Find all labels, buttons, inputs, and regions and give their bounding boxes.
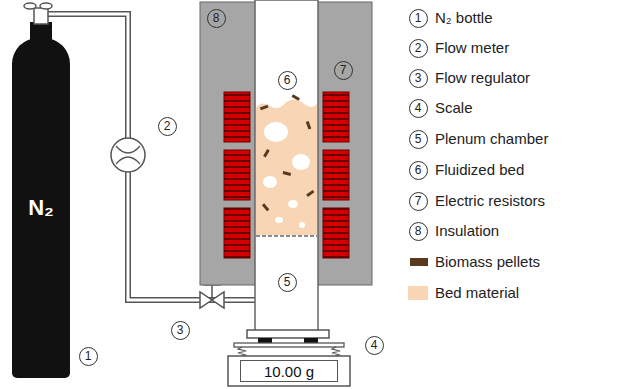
scale-display: 10.00 g (240, 360, 338, 382)
gas-bottle: N₂ (12, 38, 70, 378)
legend-number: 5 (409, 130, 428, 149)
flow-meter-mark (116, 146, 140, 164)
pellet (260, 105, 269, 111)
bubble (299, 222, 305, 228)
legend-number: 3 (409, 69, 428, 88)
legend-text: Insulation (435, 222, 499, 240)
scale-plate (234, 343, 344, 347)
legend-text: Electric resistors (435, 192, 545, 210)
valve-symbol (200, 292, 212, 308)
callout-number: 2 (158, 117, 177, 136)
legend-text: Scale (435, 99, 473, 117)
callout-number: 7 (334, 61, 353, 80)
legend-number: 4 (409, 99, 428, 118)
legend-text: Flow regulator (435, 69, 530, 87)
callout-number: 6 (278, 71, 297, 90)
scale-spring (332, 347, 340, 356)
bubble (292, 154, 310, 170)
pellet (263, 149, 270, 157)
scale-foot (304, 338, 318, 343)
legend-number: 8 (409, 222, 428, 241)
legend-text: Biomass pellets (435, 253, 540, 271)
callout-number: 1 (79, 347, 98, 366)
resistor-symbol (323, 92, 349, 142)
callout-number: 5 (278, 273, 297, 292)
valve-handle (24, 3, 36, 9)
scale-body (228, 356, 350, 386)
resistor-symbol (323, 150, 349, 200)
resistor-symbol (224, 150, 250, 200)
legend-text: Plenum chamber (435, 130, 548, 148)
pellet (292, 94, 300, 101)
pellet (306, 121, 312, 130)
callout-number: 3 (171, 321, 190, 340)
pellet (262, 203, 269, 211)
display-reading: 10.00 g (264, 363, 314, 380)
pellet (283, 171, 292, 176)
legend-number: 2 (409, 39, 428, 58)
legend-text: Flow meter (435, 39, 509, 57)
legend-number: 1 (409, 9, 428, 28)
distributor-plate (256, 235, 317, 237)
pellet (306, 190, 314, 197)
bottle-valve (34, 8, 48, 24)
scale-spring (238, 347, 246, 356)
scale-foot (258, 338, 272, 343)
legend-number: 7 (409, 192, 428, 211)
valve-symbol (212, 292, 224, 308)
scale-plate (247, 330, 329, 338)
legend-swatch (408, 286, 428, 300)
legend-number: 6 (409, 161, 428, 180)
bubble (288, 200, 298, 208)
valve-handle (40, 3, 52, 9)
bed-material (256, 99, 317, 235)
bubble (264, 122, 288, 142)
legend-swatch (410, 258, 428, 266)
bottle-label: N₂ (28, 195, 54, 221)
valve-stem (211, 285, 213, 300)
bubble (263, 176, 277, 188)
resistor-symbol (224, 208, 250, 258)
legend-text: Bed material (435, 284, 519, 302)
legend-text: Fluidized bed (435, 161, 524, 179)
reactor-tube (255, 0, 318, 332)
callout-number: 4 (365, 336, 384, 355)
flow-meter-symbol (111, 138, 145, 172)
bubble (275, 217, 283, 223)
legend-text: N₂ bottle (435, 9, 493, 27)
callout-number: 8 (207, 9, 226, 28)
resistor-symbol (224, 92, 250, 142)
resistor-symbol (323, 208, 349, 258)
